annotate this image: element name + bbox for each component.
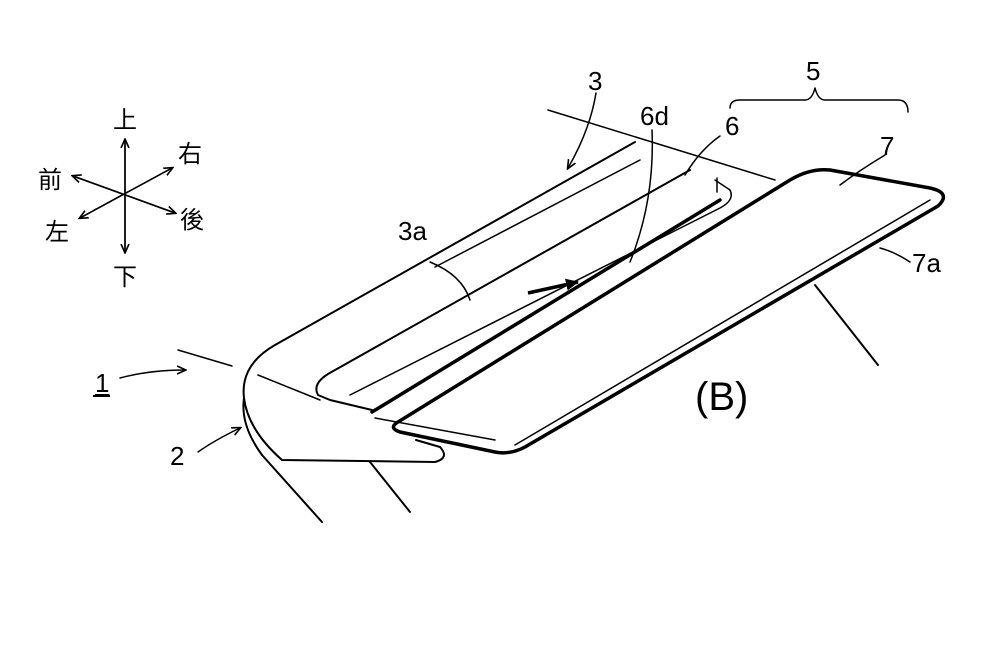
direction-compass: 上 下 前 後 右 左 bbox=[38, 106, 204, 291]
direction-left: 左 bbox=[45, 218, 69, 246]
label-7: 7 bbox=[880, 131, 894, 161]
support-leg-left bbox=[261, 454, 323, 523]
label-1: 1 bbox=[95, 368, 109, 398]
label-2: 2 bbox=[170, 441, 184, 471]
plate-rim-7a bbox=[514, 199, 931, 446]
view-label: (B) bbox=[695, 375, 748, 419]
spoiler-lower-edge bbox=[242, 397, 263, 456]
direction-rear: 後 bbox=[180, 206, 204, 234]
motion-arrow bbox=[527, 278, 579, 295]
groove-3a bbox=[434, 159, 641, 268]
label-3: 3 bbox=[588, 66, 602, 96]
label-5: 5 bbox=[806, 56, 820, 86]
direction-right: 右 bbox=[178, 140, 202, 168]
rear-edge-line bbox=[547, 109, 776, 181]
leader-lines bbox=[119, 87, 911, 453]
direction-up: 上 bbox=[113, 106, 137, 134]
vehicle-body bbox=[177, 109, 879, 523]
direction-front: 前 bbox=[38, 166, 62, 194]
plate-inner-line bbox=[374, 417, 496, 441]
label-7a: 7a bbox=[912, 248, 941, 278]
label-6: 6 bbox=[725, 111, 739, 141]
direction-down: 下 bbox=[113, 263, 137, 291]
support-leg-mid bbox=[369, 461, 411, 513]
reference-labels: 3 5 6d 6 7 7a 3a 1 2 (B) bbox=[93, 56, 941, 471]
curve-3a bbox=[429, 261, 471, 301]
channel-outer bbox=[315, 169, 691, 411]
channel-inner bbox=[349, 179, 732, 396]
plate-outline bbox=[391, 167, 946, 455]
label-3a: 3a bbox=[398, 216, 427, 246]
spoiler-inner-line bbox=[257, 374, 321, 401]
label-6d: 6d bbox=[640, 101, 669, 131]
spoiler-outer-surface bbox=[242, 141, 636, 463]
channel-6 bbox=[315, 169, 732, 414]
brace-5 bbox=[729, 87, 909, 113]
support-leg-right bbox=[814, 284, 879, 366]
channel-edge-6d bbox=[370, 198, 722, 414]
plate-7 bbox=[374, 167, 946, 455]
front-edge-dash bbox=[177, 349, 233, 367]
